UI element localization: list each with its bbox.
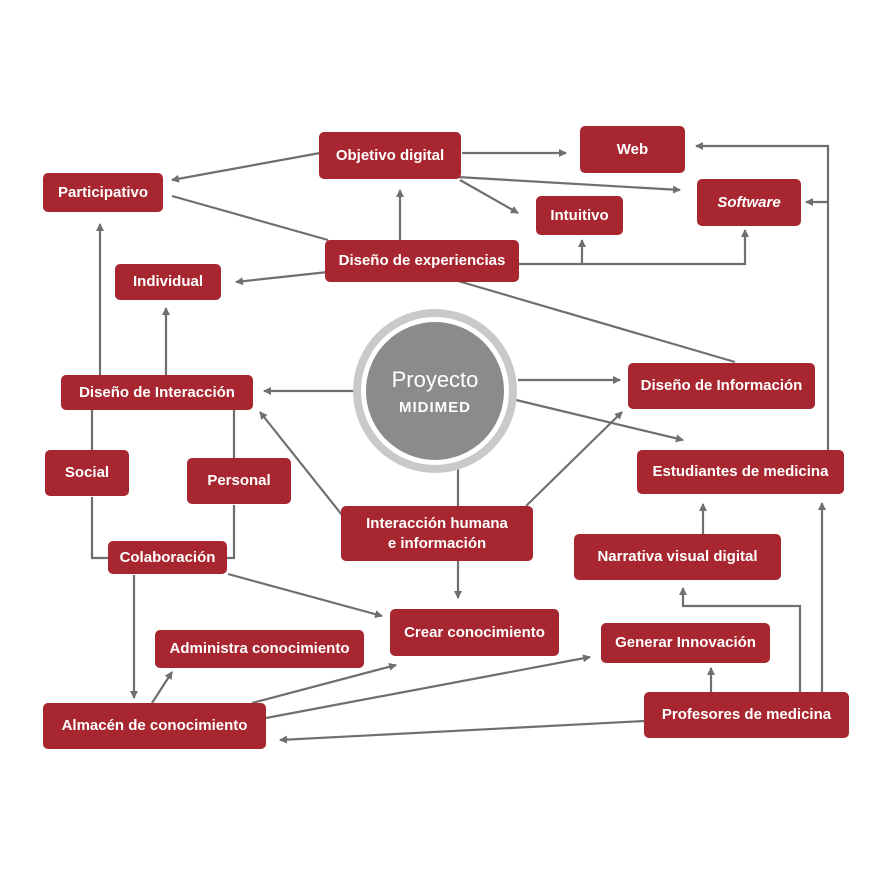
node-objetivo-digital: Objetivo digital [319, 132, 461, 179]
edge-experiencias-informacion [457, 279, 736, 364]
edge-personal-colaboracion [226, 505, 236, 560]
node-diseno-experiencias: Diseño de experiencias [325, 240, 519, 282]
node-diseno-interaccion: Diseño de Interacción [61, 375, 253, 410]
node-software: Software [697, 179, 801, 226]
node-almacen-conocimiento: Almacén de conocimiento [43, 703, 266, 749]
edge-almacen-crear [251, 662, 397, 705]
edge-profesores-almacen [279, 719, 645, 744]
node-estudiantes-medicina: Estudiantes de medicina [637, 450, 844, 494]
edge-social-colaboracion [90, 497, 110, 560]
node-colaboracion: Colaboración [108, 541, 227, 574]
edge-almacen-generar [265, 654, 591, 720]
edge-experiencias-software [518, 229, 749, 266]
edge-estudiantes-web [695, 142, 830, 450]
node-generar-innovacion: Generar Innovación [601, 623, 770, 663]
edge-objetivo-software [439, 174, 681, 194]
node-crear-conocimiento: Crear conocimiento [390, 609, 559, 656]
edge-almacen-administra [151, 671, 173, 704]
node-social: Social [45, 450, 129, 496]
node-narrativa-visual: Narrativa visual digital [574, 534, 781, 580]
edge-ihi-informacion [525, 411, 623, 507]
edge-experiencias-individual [235, 270, 329, 286]
edge-colaboracion-crear [227, 572, 383, 619]
center-title: Proyecto [391, 366, 479, 392]
node-individual: Individual [115, 264, 221, 300]
edge-objetivo-intuitivo [459, 179, 519, 214]
node-web: Web [580, 126, 685, 173]
node-participativo: Participativo [43, 173, 163, 212]
node-diseno-informacion: Diseño de Información [628, 363, 815, 409]
node-profesores-medicina: Profesores de medicina [644, 692, 849, 738]
node-personal: Personal [187, 458, 291, 504]
center-circle: Proyecto MIDIMED [361, 317, 509, 465]
node-interaccion-humana: Interacción humana e información [341, 506, 533, 561]
node-administra-conocimiento: Administra conocimiento [155, 630, 364, 668]
center-subtitle: MIDIMED [399, 398, 471, 416]
edge-profesores-narrativa [679, 587, 802, 692]
edge-ihi-interaccion [259, 411, 343, 516]
node-intuitivo: Intuitivo [536, 196, 623, 235]
edge-experiencias-participativo [171, 194, 329, 242]
edge-center-estudiantes [515, 398, 684, 443]
edge-objetivo-participativo [171, 151, 321, 183]
